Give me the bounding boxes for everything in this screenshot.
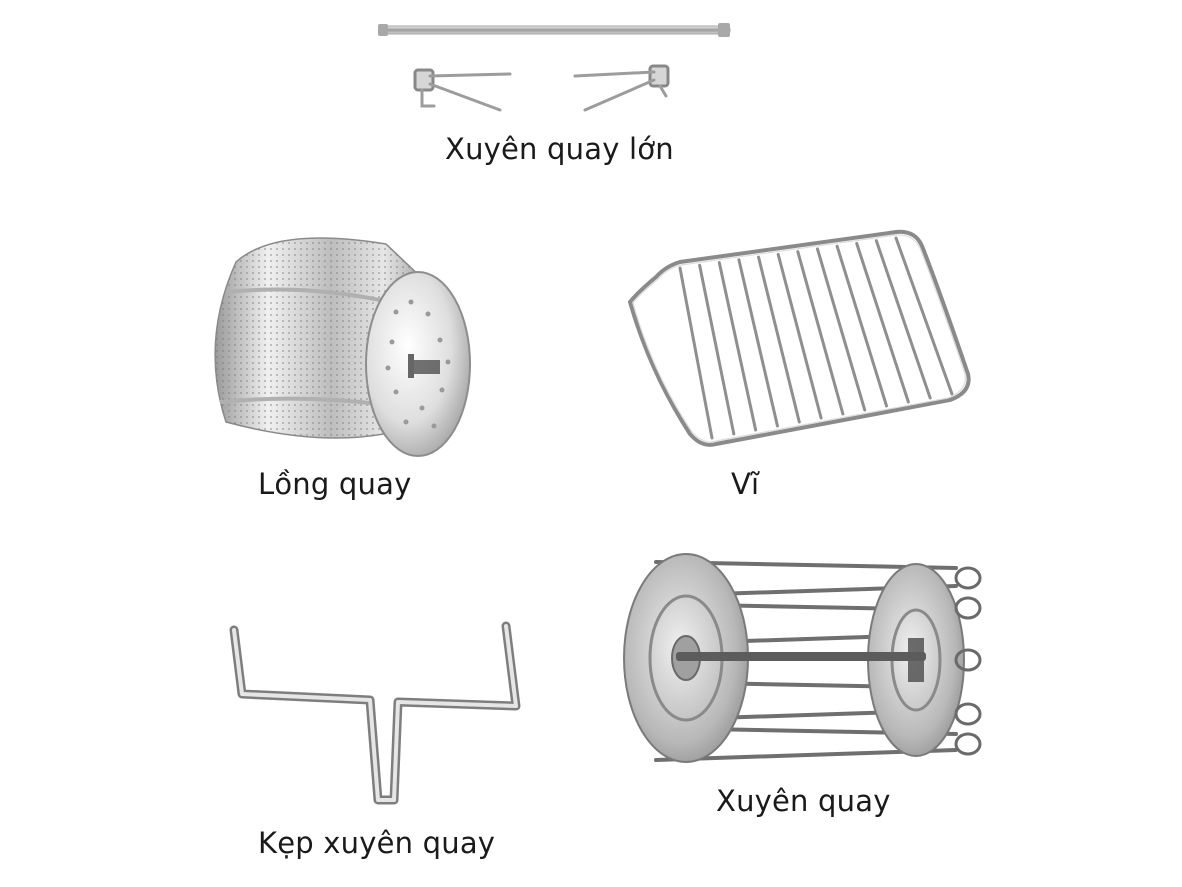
grill-rack-bar [874, 239, 932, 400]
grill-rack-label: Vĩ [731, 467, 760, 501]
grill-rack-bar [855, 241, 910, 404]
spit-clamp-label: Kẹp xuyên quay [258, 826, 496, 860]
grill-rack-bar [678, 266, 714, 440]
grill-rack-bar [796, 250, 845, 416]
skewer-loop [954, 732, 982, 756]
grill-rack-bar [757, 255, 801, 424]
grill-rack-image [620, 222, 980, 454]
rotisserie-cage-label: Lồng quay [258, 467, 412, 501]
grill-rack-bar [776, 252, 823, 420]
grill-rack-bar [815, 247, 867, 412]
grill-rack-bar [717, 261, 758, 432]
rotisserie-skewer-set-image [616, 538, 996, 780]
grill-rack-bar [737, 258, 779, 428]
skewer-loop [954, 566, 982, 590]
spit-clamp-image [220, 620, 530, 820]
grill-rack-bar [835, 244, 889, 408]
skewer-loop [954, 702, 982, 726]
skewer-loop [954, 596, 982, 620]
grill-rack-bar [894, 236, 954, 396]
large-rotisserie-spit-image [370, 14, 750, 124]
grill-rack-bar [698, 263, 736, 436]
large-rotisserie-spit-label: Xuyên quay lớn [445, 132, 674, 166]
rotisserie-cage-image [196, 222, 486, 462]
rotisserie-skewer-set-label: Xuyên quay [716, 784, 891, 818]
skewer-loop [954, 648, 982, 672]
